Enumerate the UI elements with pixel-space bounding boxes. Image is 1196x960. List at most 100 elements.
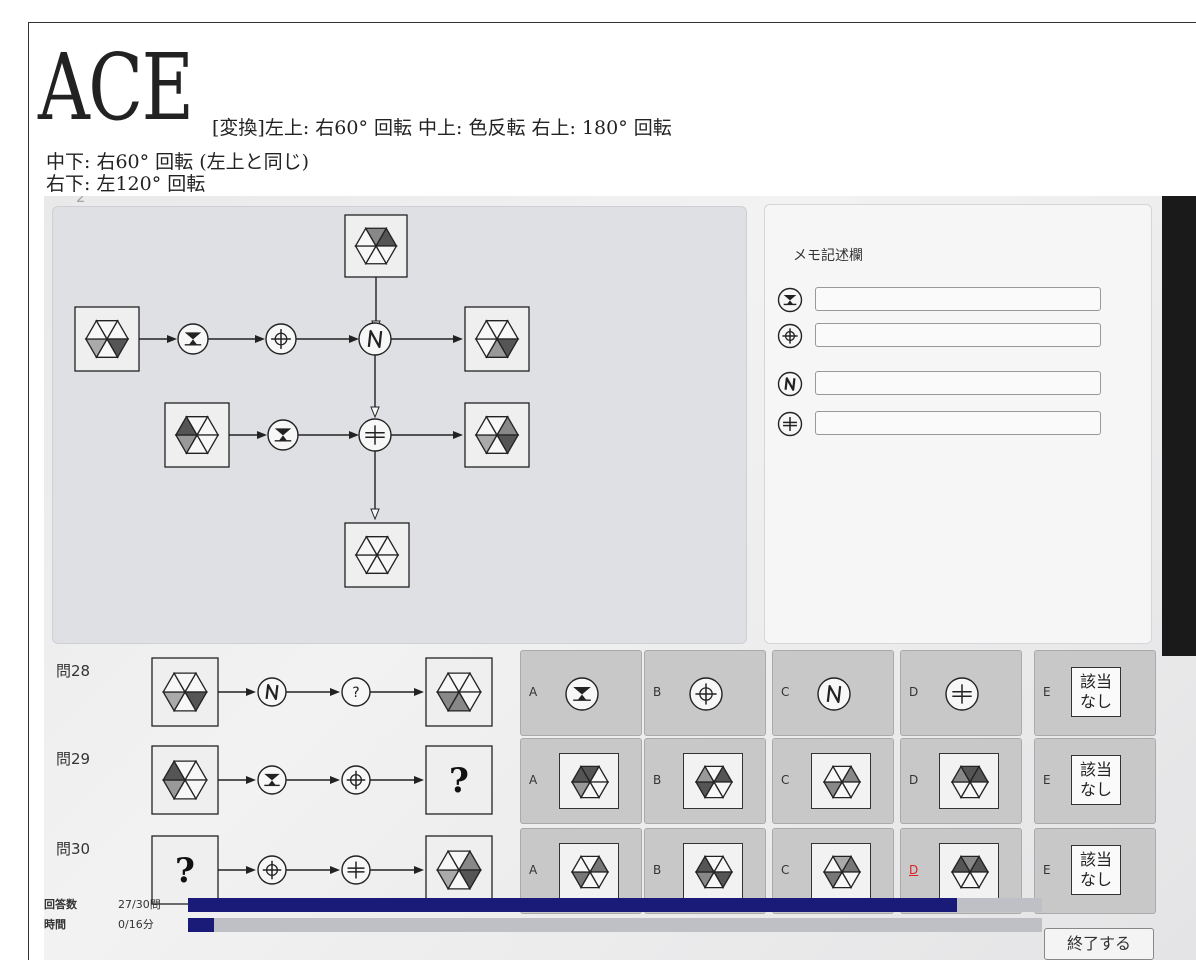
hexagon-figure — [474, 319, 520, 359]
hexagon-figure — [436, 849, 482, 891]
question-output-card — [425, 657, 493, 727]
hexagon-figure — [84, 319, 130, 359]
cut-off-instruction: 2 — [76, 196, 86, 206]
hexagon-figure — [354, 535, 400, 575]
option-letter: B — [653, 863, 662, 877]
hourglass-op-icon — [177, 323, 209, 355]
hexagon-figure — [162, 759, 208, 801]
hourglass-op-icon — [267, 419, 299, 451]
unknown-figure-mark: ? — [175, 851, 195, 891]
screen-bezel — [1162, 196, 1196, 656]
reversed-n-op-icon — [358, 322, 392, 356]
hexagon-figure — [436, 671, 482, 713]
option-letter: C — [781, 685, 790, 699]
unknown-figure-mark: ? — [449, 761, 469, 801]
hourglass-op-icon — [777, 287, 803, 313]
division-op-icon — [945, 677, 979, 711]
option-letter: C — [781, 863, 790, 877]
option-figure-card — [811, 843, 871, 899]
figure-card-top — [344, 214, 408, 278]
question-input-card: ? — [151, 835, 219, 905]
figure-card-row2-input — [164, 402, 230, 468]
diagram-panel — [52, 206, 747, 644]
option-d-button[interactable]: D — [900, 650, 1022, 736]
memo-input-division[interactable] — [815, 411, 1101, 435]
hexagon-figure — [951, 855, 989, 889]
memo-title: メモ記述欄 — [793, 248, 863, 264]
reversed-n-op-icon — [777, 371, 803, 397]
reversed-n-op-icon — [257, 677, 287, 707]
option-c-button[interactable]: C — [772, 738, 894, 824]
option-letter: E — [1043, 863, 1051, 877]
transform-note-line1: [変換]左上: 右60° 回転 中上: 色反転 右上: 180° 回転 — [212, 117, 672, 139]
cross-op-icon — [257, 855, 287, 885]
?: ? — [341, 677, 371, 707]
option-figure-card — [811, 753, 871, 809]
figure-card-row1-input — [74, 306, 140, 372]
reversed-n-op-icon — [817, 677, 851, 711]
hourglass-op-icon — [257, 765, 287, 795]
question-flow: ? — [151, 835, 493, 905]
option-c-button[interactable]: C — [772, 650, 894, 736]
cross-op-icon — [265, 323, 297, 355]
figure-card-row2-output — [464, 402, 530, 468]
question-row-30: 問30 ? — [44, 828, 1196, 916]
option-figure-card — [683, 843, 743, 899]
option-letter: A — [529, 773, 538, 787]
cross-op-icon — [341, 765, 371, 795]
test-screen: 2 メモ記述欄 問28 ? 問29 ? 問 — [44, 196, 1196, 960]
figure-card-row1-output — [464, 306, 530, 372]
question-row-28: 問28 ? — [44, 650, 1196, 738]
svg-text:?: ? — [352, 685, 359, 701]
time-label: 時間 — [44, 918, 66, 931]
question-output-card: ? — [425, 745, 493, 815]
hexagon-figure — [695, 765, 733, 799]
option-letter: D — [909, 863, 919, 877]
option-figure-card — [559, 753, 619, 809]
answered-value: 27/30問 — [118, 898, 161, 911]
question-flow: ? — [151, 745, 493, 815]
option-letter: B — [653, 773, 662, 787]
hexagon-figure — [354, 226, 398, 266]
option-letter: D — [909, 685, 919, 699]
hexagon-figure — [823, 855, 861, 889]
none-applicable-label: 該当なし — [1071, 845, 1121, 895]
hexagon-figure — [162, 671, 208, 713]
reversed-n-op-icon — [777, 371, 803, 397]
memo-panel: メモ記述欄 — [764, 204, 1152, 644]
option-b-button[interactable]: B — [644, 650, 766, 736]
hourglass-op-icon — [565, 677, 599, 711]
option-figure-card — [939, 843, 999, 899]
memo-input-reversed-n[interactable] — [815, 371, 1101, 395]
answered-status: 回答数 27/30問 — [44, 896, 1196, 914]
transform-diagram — [74, 214, 530, 588]
option-a-button[interactable]: A — [520, 650, 642, 736]
page-title: ACE — [38, 34, 194, 141]
reversed-n-op-icon — [817, 677, 851, 711]
figure-card-bottom — [344, 522, 410, 588]
answered-progress-track — [188, 898, 1042, 912]
option-letter: E — [1043, 685, 1051, 699]
hourglass-op-icon — [565, 677, 599, 711]
question-output-card — [425, 835, 493, 905]
option-d-button[interactable]: D — [900, 738, 1022, 824]
hexagon-figure — [571, 855, 609, 889]
option-a-button[interactable]: A — [520, 738, 642, 824]
memo-input-hourglass[interactable] — [815, 287, 1101, 311]
answered-progress-fill — [188, 898, 957, 912]
question-label: 問29 — [56, 750, 91, 768]
option-letter: D — [909, 773, 919, 787]
question-label: 問28 — [56, 662, 91, 680]
photo-frame-left — [28, 22, 29, 960]
option-e-button[interactable]: E 該当なし — [1034, 828, 1156, 914]
option-letter: A — [529, 863, 538, 877]
option-b-button[interactable]: B — [644, 738, 766, 824]
finish-button[interactable]: 終了する — [1044, 928, 1154, 960]
photo-frame-top — [28, 22, 1196, 23]
memo-input-cross[interactable] — [815, 323, 1101, 347]
cross-op-icon — [689, 677, 723, 711]
division-op-icon — [358, 418, 392, 452]
transform-note-line2: 中下: 右60° 回転 (左上と同じ) — [46, 151, 310, 173]
